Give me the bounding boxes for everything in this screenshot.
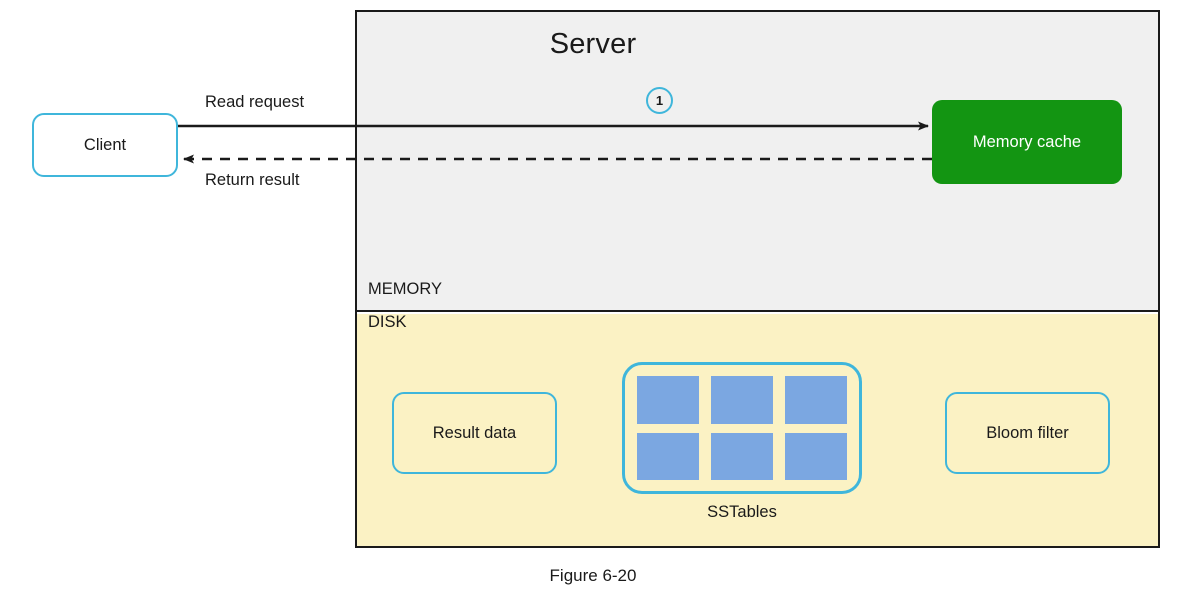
sstables-label: SSTables	[707, 503, 777, 521]
edge-label-read-request: Read request	[205, 93, 305, 111]
node-memory-cache-label: Memory cache	[972, 132, 1082, 151]
node-result-data[interactable]: Result data	[392, 392, 557, 474]
figure-caption: Figure 6-20	[549, 566, 637, 585]
node-bloom-filter[interactable]: Bloom filter	[945, 392, 1110, 474]
memory-zone-label: MEMORY	[368, 280, 442, 298]
node-result-data-label: Result data	[432, 423, 517, 442]
node-client-label: Client	[83, 135, 127, 154]
sstable-cell	[637, 376, 699, 424]
node-memory-cache[interactable]: Memory cache	[932, 100, 1122, 184]
sstable-cell	[637, 432, 699, 480]
sstable-cell	[711, 376, 773, 424]
node-sstables-group[interactable]	[622, 362, 862, 494]
sstable-cell	[785, 432, 847, 480]
sstable-cell	[711, 432, 773, 480]
server-title: Server	[549, 28, 637, 60]
server-boundary	[355, 10, 1160, 548]
node-client[interactable]: Client	[32, 113, 178, 177]
sstable-cell	[785, 376, 847, 424]
disk-zone-label: DISK	[368, 313, 407, 331]
node-bloom-filter-label: Bloom filter	[986, 423, 1069, 442]
step-badge-1: 1	[646, 87, 673, 114]
disk-section	[357, 314, 1158, 546]
edge-label-return-result: Return result	[205, 171, 300, 189]
